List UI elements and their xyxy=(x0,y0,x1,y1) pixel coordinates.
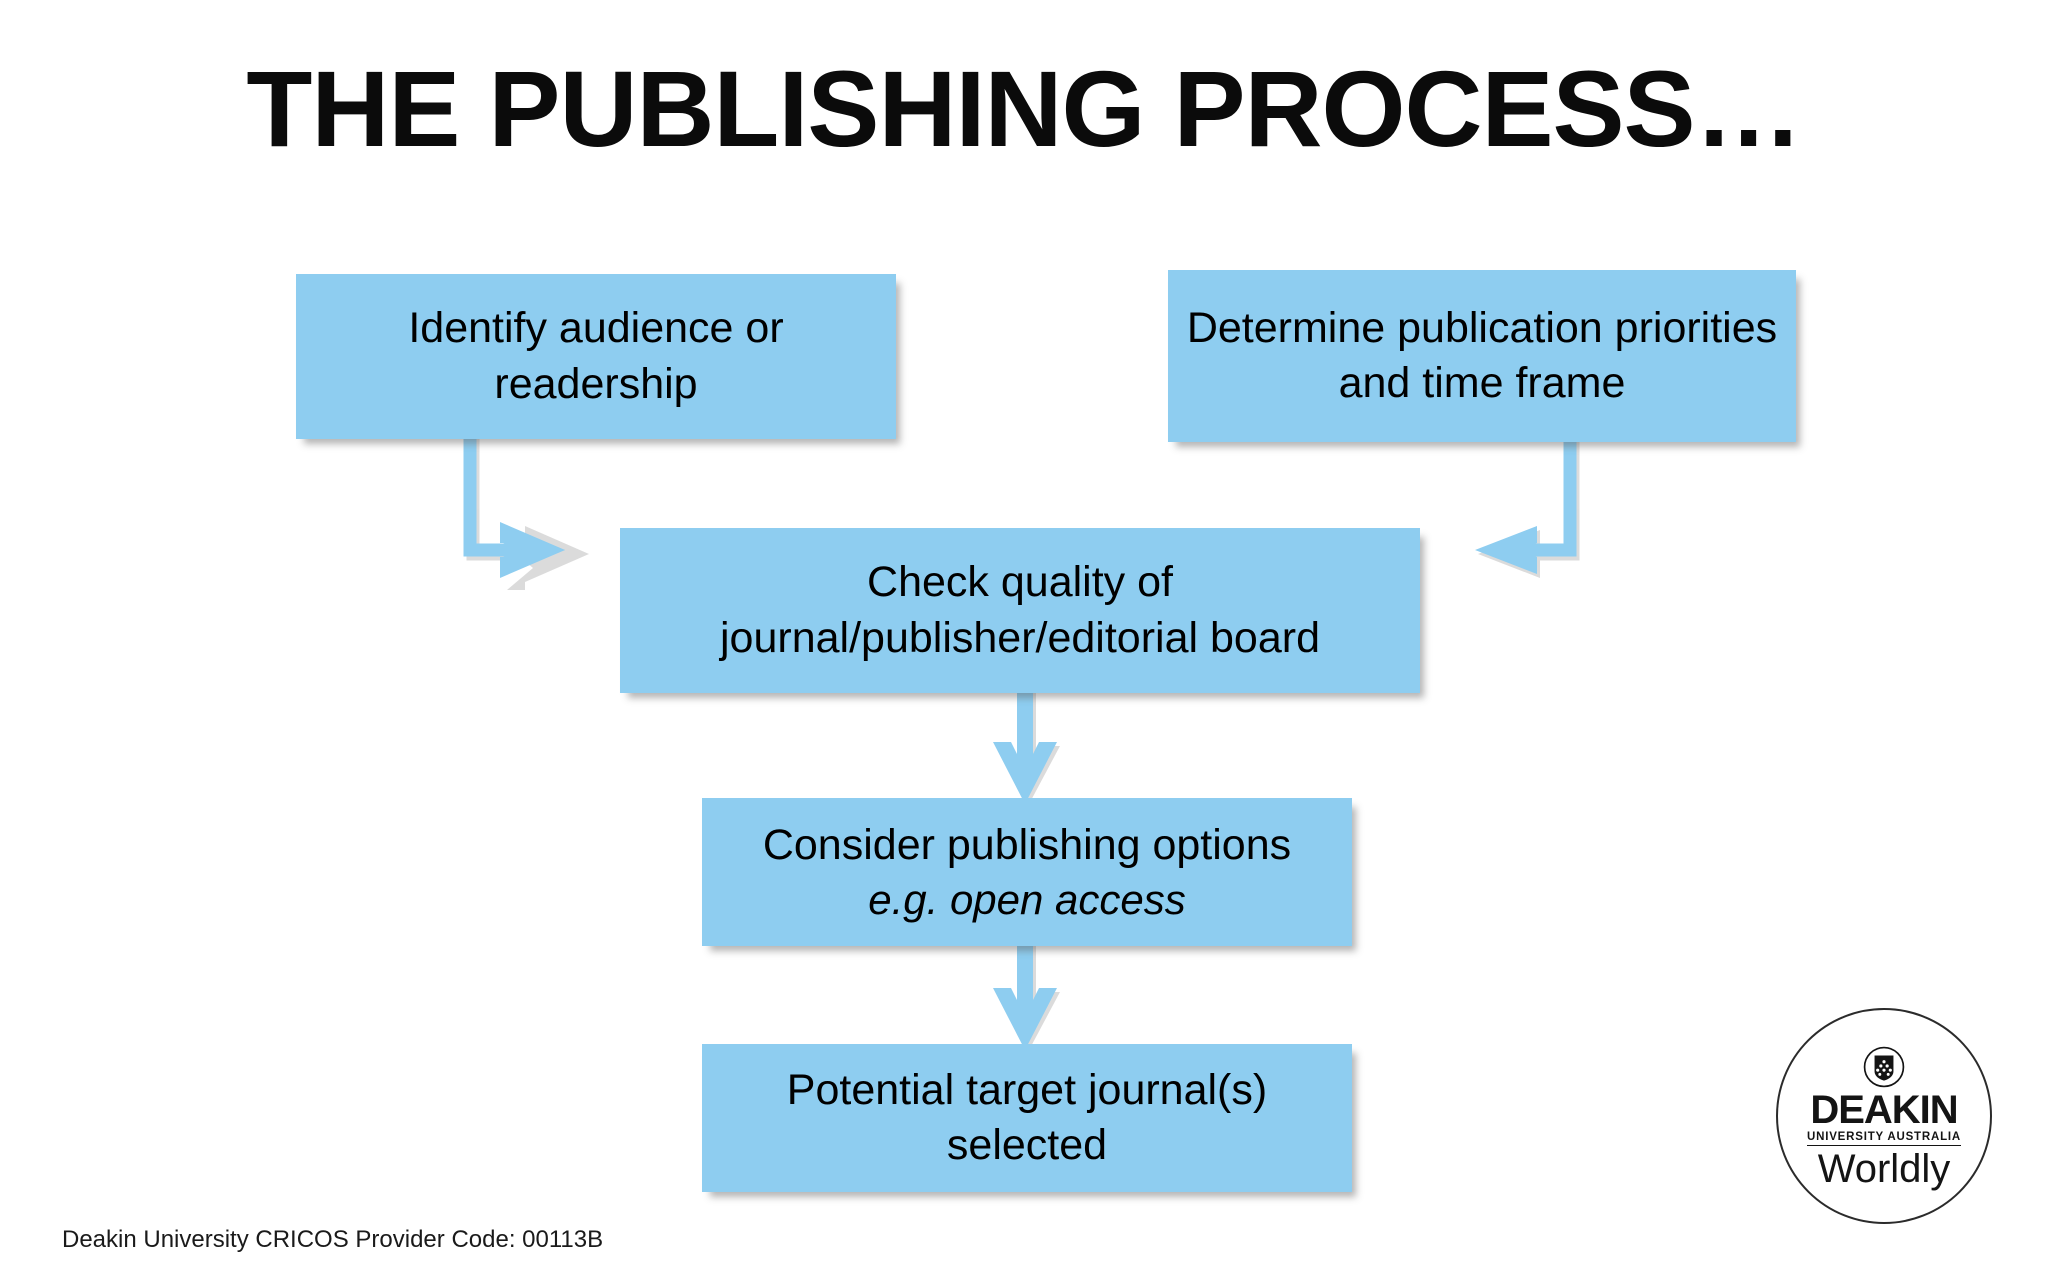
flow-box-potential-journals[interactable]: Potential target journal(s) selected xyxy=(702,1044,1352,1192)
flow-box-consider-options[interactable]: Consider publishing options e.g. open acc… xyxy=(702,798,1352,946)
flow-box-label: Identify audience or readership xyxy=(408,304,784,408)
connector-consider-to-potential xyxy=(975,932,1085,1058)
logo-content: DEAKIN UNIVERSITY AUSTRALIA Worldly xyxy=(1776,1008,1992,1224)
deakin-logo: DEAKIN UNIVERSITY AUSTRALIA Worldly xyxy=(1776,1008,1992,1224)
logo-tagline: Worldly xyxy=(1817,1146,1951,1191)
flow-box-label-group: Consider publishing options e.g. open acc… xyxy=(716,818,1338,927)
flow-box-sublabel: e.g. open access xyxy=(868,875,1186,923)
flow-box-label: Potential target journal(s) selected xyxy=(786,1065,1268,1169)
flow-box-check-quality[interactable]: Check quality of journal/publisher/edito… xyxy=(620,528,1420,693)
logo-wordmark: DEAKIN xyxy=(1810,1088,1958,1133)
flow-box-determine-priorities[interactable]: Determine publication priorities and tim… xyxy=(1168,270,1796,442)
cricos-footer-text: Deakin University CRICOS Provider Code: … xyxy=(62,1226,604,1253)
page-title: THE PUBLISHING PROCESS… xyxy=(246,48,1802,169)
connector-check-to-consider xyxy=(975,686,1085,812)
flow-box-label: Consider publishing options xyxy=(762,820,1292,869)
logo-subtitle: UNIVERSITY AUSTRALIA xyxy=(1806,1131,1961,1146)
flow-box-identify-audience[interactable]: Identify audience or readership xyxy=(296,274,896,439)
deakin-crest-icon xyxy=(1863,1046,1905,1088)
logo-ring xyxy=(1776,1008,1992,1224)
flow-box-label: Check quality of journal/publisher/edito… xyxy=(720,558,1320,662)
flow-box-label: Determine publication priorities and tim… xyxy=(1186,303,1778,407)
